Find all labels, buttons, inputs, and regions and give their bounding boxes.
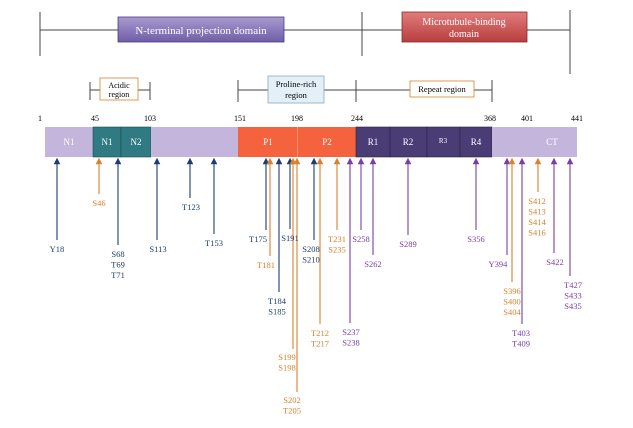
nterm-domain-box [117, 16, 285, 43]
segment-n1-acidic-label: N1 [102, 137, 113, 147]
site-label-s414: S414 [528, 217, 546, 227]
segment-n2-label: N2 [131, 137, 142, 147]
site-label-s46: S46 [92, 198, 105, 208]
segment-p1-label: P1 [263, 137, 273, 147]
tick-244: 244 [351, 114, 363, 123]
tick-1: 1 [38, 114, 42, 123]
site-label-s404: S404 [503, 307, 521, 317]
site-label-s433: S433 [564, 291, 581, 301]
segment-linker-c [492, 127, 528, 157]
nterm-domain-bracket: N-terminal projection domain [39, 12, 363, 56]
site-label-s198: S198 [278, 363, 295, 373]
site-label-y394: Y394 [489, 259, 509, 269]
site-label-t123: T123 [182, 202, 200, 212]
site-label-s210: S210 [302, 255, 319, 265]
site-label-s191: S191 [281, 233, 298, 243]
site-label-s435: S435 [564, 301, 581, 311]
mtb-domain-label-line1: Microtubule-binding [422, 17, 505, 28]
segment-r3 [426, 126, 461, 158]
tick-45: 45 [91, 114, 99, 123]
acidic-region-label-line1: Acidic [108, 81, 130, 90]
segment-p2 [298, 127, 356, 157]
segment-p1 [238, 127, 298, 157]
segment-n1-label: N1 [64, 137, 75, 147]
site-label-t71: T71 [111, 270, 125, 280]
site-label-s422: S422 [546, 257, 563, 267]
proline-region-label-line1: Proline-rich [276, 79, 317, 89]
site-label-s202: S202 [283, 395, 300, 405]
mtb-domain-label-line2: domain [449, 29, 479, 40]
segment-r4-label: R4 [471, 137, 482, 147]
segment-r2 [389, 126, 428, 158]
protein-bar: N1 N1 N2 P1 P2 R1 R2 R3 R4 CT [45, 126, 577, 158]
segment-n1-acidic [92, 126, 122, 158]
tick-401: 401 [521, 114, 533, 123]
residue-ticks: 1 45 103 151 198 244 368 401 441 [38, 114, 583, 123]
site-label-s258: S258 [352, 234, 369, 244]
repeat-region-bracket: Repeat region [356, 80, 493, 102]
site-label-s199: S199 [278, 352, 295, 362]
segment-n1 [45, 127, 93, 157]
site-label-s396: S396 [503, 286, 520, 296]
site-label-y18: Y18 [50, 244, 65, 254]
site-label-s356: S356 [467, 234, 484, 244]
site-label-t69: T69 [111, 260, 125, 270]
acidic-region-bracket: Acidic region [89, 77, 151, 101]
site-label-s400: S400 [503, 297, 520, 307]
tick-368: 368 [484, 114, 496, 123]
tick-103: 103 [144, 114, 156, 123]
site-label-t427: T427 [564, 280, 582, 290]
site-label-t231: T231 [328, 234, 346, 244]
acidic-region-label-line2: region [109, 90, 129, 99]
site-label-s185: S185 [268, 307, 285, 317]
tick-151: 151 [234, 114, 246, 123]
proline-region-label-line2: region [285, 90, 307, 100]
segment-ct-label: CT [546, 137, 558, 147]
site-label-s235: S235 [328, 245, 345, 255]
tick-441: 441 [571, 114, 583, 123]
site-label-t205: T205 [283, 406, 301, 416]
repeat-region-label: Repeat region [418, 84, 466, 94]
site-label-s416: S416 [528, 228, 545, 238]
site-label-s68: S68 [111, 249, 124, 259]
segment-p2-label: P2 [322, 137, 332, 147]
mtb-domain-box [401, 11, 528, 43]
site-label-t212: T212 [311, 328, 329, 338]
site-label-t409: T409 [512, 339, 530, 349]
tick-198: 198 [291, 114, 303, 123]
site-label-s208: S208 [302, 244, 319, 254]
site-label-t153: T153 [205, 238, 223, 248]
proline-region-bracket: Proline-rich region [237, 75, 357, 104]
site-label-t181: T181 [257, 260, 275, 270]
segment-r2-label: R2 [403, 137, 414, 147]
site-label-s238: S238 [342, 338, 359, 348]
site-label-s412: S412 [528, 196, 545, 206]
segment-linker [151, 127, 238, 157]
segment-r1-label: R1 [368, 137, 379, 147]
segment-ct [528, 127, 577, 157]
segment-r1 [355, 126, 391, 158]
site-label-s289: S289 [399, 239, 416, 249]
site-label-t217: T217 [311, 339, 329, 349]
site-label-t184: T184 [268, 296, 287, 306]
phospho-arrows [53, 157, 574, 392]
site-label-s237: S237 [342, 327, 359, 337]
site-label-s413: S413 [528, 207, 545, 217]
site-label-t403: T403 [512, 328, 530, 338]
mtb-domain-bracket: Microtubule-binding domain [362, 10, 571, 74]
segment-r3-label: R3 [439, 137, 448, 145]
site-label-s262: S262 [364, 259, 381, 269]
site-label-t175: T175 [249, 234, 267, 244]
site-label-s113: S113 [149, 244, 166, 254]
nterm-domain-label: N-terminal projection domain [135, 25, 267, 37]
